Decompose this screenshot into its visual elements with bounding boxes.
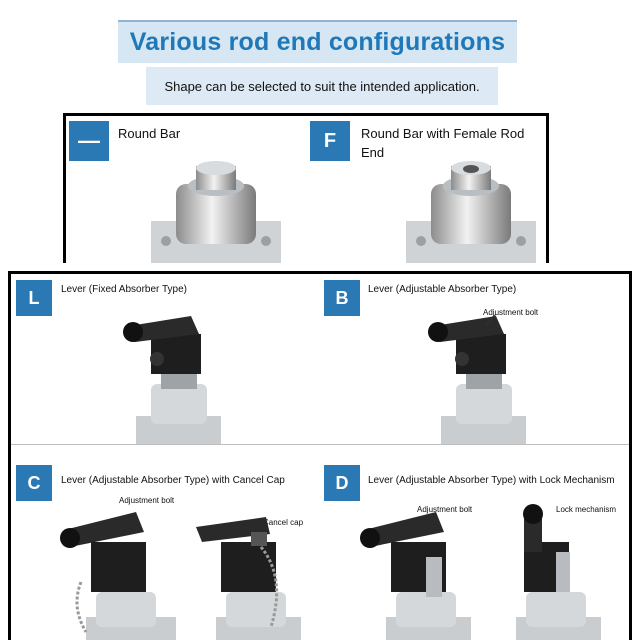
callout-lock-mechanism: Lock mechanism [556,505,617,514]
lever-lock-mechanism-product-image [360,504,601,640]
option-badge-f: F [310,121,350,161]
callout-cancel-cap: Cancel cap [263,518,304,527]
page-subtitle: Shape can be selected to suit the intend… [164,78,480,94]
female-rod-end-product-image [406,161,536,263]
lever-fixed-product-image [123,316,221,444]
option-badge-c: C [16,465,52,501]
option-badge-d: D [324,465,360,501]
option-badge-l: L [16,280,52,316]
page-title: Various rod end configurations [129,28,506,56]
option-badge-none: — [69,121,109,161]
callout-adjustment-bolt-c: Adjustment bolt [119,496,175,505]
option-label-lever-fixed: Lever (Fixed Absorber Type) [61,284,187,295]
lever-cancel-cap-product-image [60,512,301,640]
option-label-lever-cancel-cap: Lever (Adjustable Absorber Type) with Ca… [61,475,285,486]
subtitle-banner: Shape can be selected to suit the intend… [146,67,498,105]
option-label-round-bar: Round Bar [118,126,181,141]
option-label-lever-adjustable: Lever (Adjustable Absorber Type) [368,284,517,295]
callout-adjustment-bolt-d: Adjustment bolt [417,505,473,514]
option-label-female-rod-end: Round Bar with Female Rod End [361,126,525,160]
round-bar-product-image [151,161,281,263]
title-banner: Various rod end configurations [118,20,517,63]
round-bar-panel: — Round Bar F Round Bar with Female Rod … [63,113,549,263]
lever-panel: L Lever (Fixed Absorber Type) B Lever (A… [8,271,632,640]
panel-divider-horizontal [11,444,629,445]
option-label-lever-lock-mechanism: Lever (Adjustable Absorber Type) with Lo… [368,475,615,486]
option-badge-b: B [324,280,360,316]
callout-adjustment-bolt: Adjustment bolt [483,308,539,317]
lever-adjustable-product-image [428,313,526,444]
